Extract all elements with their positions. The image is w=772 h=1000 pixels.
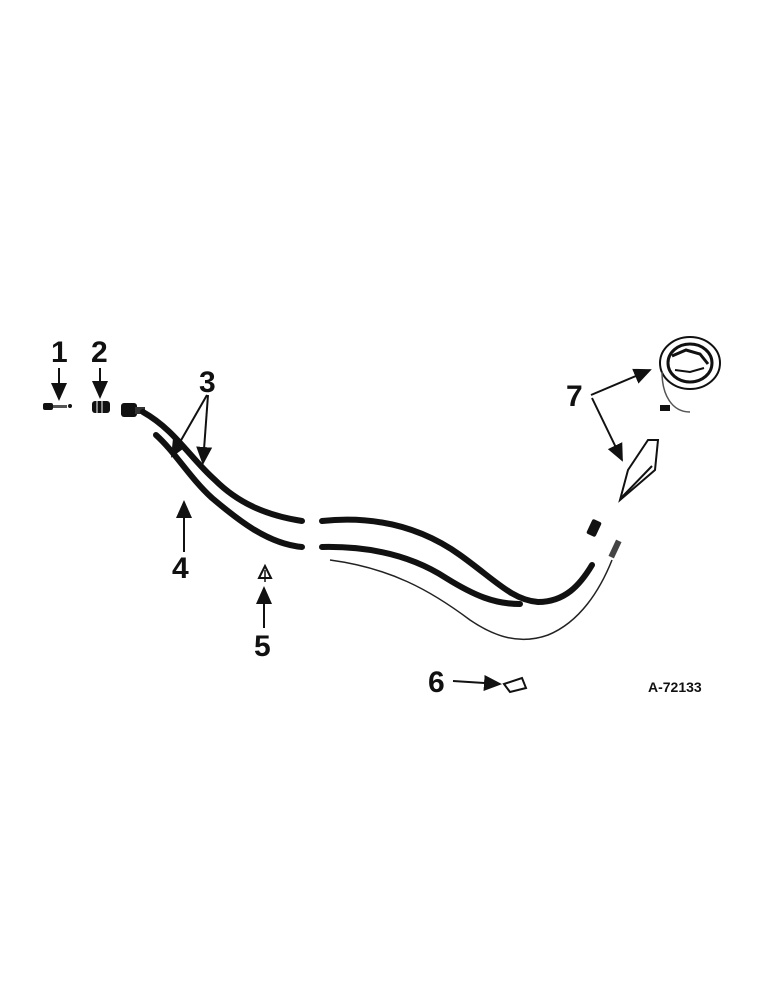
part-1-screw <box>43 403 72 410</box>
drawing-code: A-72133 <box>648 679 702 695</box>
part-4-hose-right <box>319 543 523 607</box>
leader-6 <box>452 674 502 691</box>
leader-7a <box>590 368 652 396</box>
leader-3b <box>196 394 213 465</box>
callout-7: 7 <box>566 380 583 413</box>
callout-2: 2 <box>91 336 108 369</box>
leader-3a <box>171 394 208 458</box>
gauge-connector <box>586 519 622 559</box>
part-3-hose-left <box>140 409 305 524</box>
leader-7b <box>591 397 623 462</box>
part-2-nut <box>92 401 110 413</box>
hose-end-fitting <box>121 403 145 417</box>
callout-4: 4 <box>172 552 189 585</box>
part-3-hose-right <box>319 516 595 606</box>
callout-5: 5 <box>254 630 271 663</box>
part-7-gauge <box>659 336 721 413</box>
part-5-clip <box>257 563 273 582</box>
part-6-clamp <box>502 676 528 694</box>
callout-6: 6 <box>428 666 445 699</box>
callout-3: 3 <box>199 366 216 399</box>
part-7-bracket <box>618 439 660 503</box>
callout-1: 1 <box>51 336 68 369</box>
hose-light-strand <box>329 559 613 641</box>
